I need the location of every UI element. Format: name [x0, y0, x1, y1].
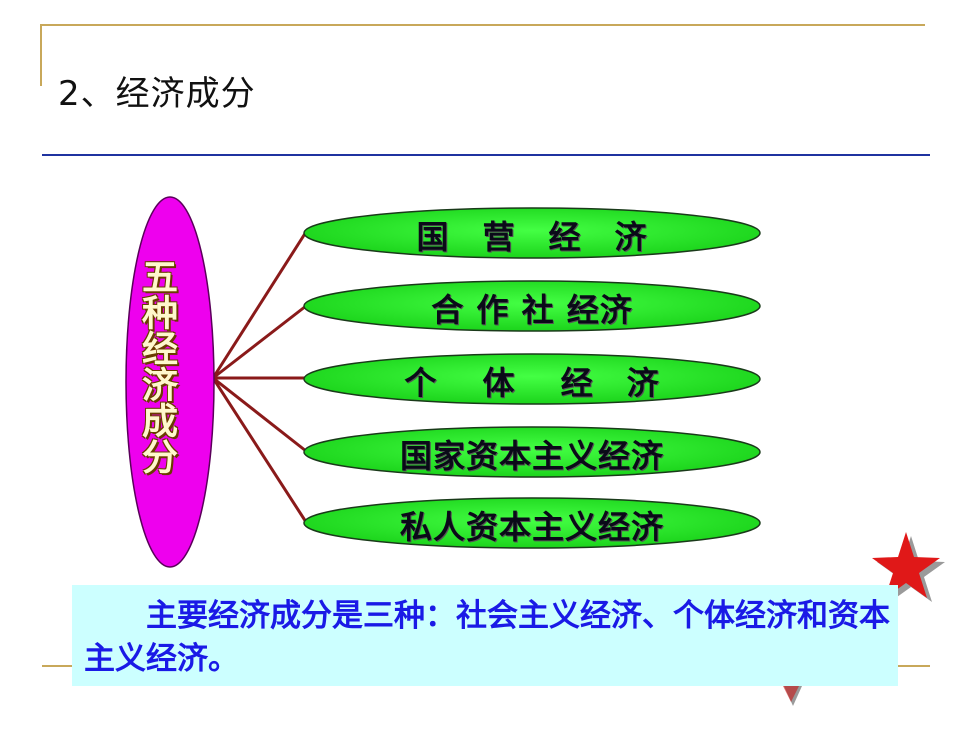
title-divider	[42, 154, 930, 156]
pill-shape-2	[303, 280, 761, 332]
pill-shape-1	[303, 207, 761, 259]
pill-shape-5	[303, 497, 761, 549]
pill-label-state-capitalist-economy: 国家资本主义经济	[399, 437, 664, 475]
connector-lines	[211, 231, 308, 523]
connector-line-2	[212, 304, 307, 380]
pill-label-cooperative-economy: 合 作 社 经济	[431, 291, 633, 329]
down-arrow-icon	[782, 684, 802, 706]
pill-label-individual-economy: 个 体 经 济	[404, 364, 660, 402]
connector-line-5	[211, 377, 308, 523]
note-box	[72, 585, 898, 686]
slide-title: 2、经济成分	[58, 74, 256, 114]
pill-label-state-economy: 国 营 经 济	[416, 218, 648, 256]
connector-line-4	[212, 376, 307, 453]
top-frame-line	[40, 24, 925, 26]
center-oval	[125, 196, 215, 568]
pill-shape-4	[303, 426, 761, 478]
connector-line-1	[211, 231, 308, 379]
note-text: 主要经济成分是三种：社会主义经济、个体经济和资本主义经济。	[84, 598, 890, 677]
red-star-icon	[872, 532, 945, 602]
pill-label-private-capitalist-economy: 私人资本主义经济	[399, 508, 664, 546]
pill-shape-3	[303, 353, 761, 405]
left-frame-line	[40, 24, 42, 86]
center-label: 五种经济成分	[136, 258, 177, 474]
